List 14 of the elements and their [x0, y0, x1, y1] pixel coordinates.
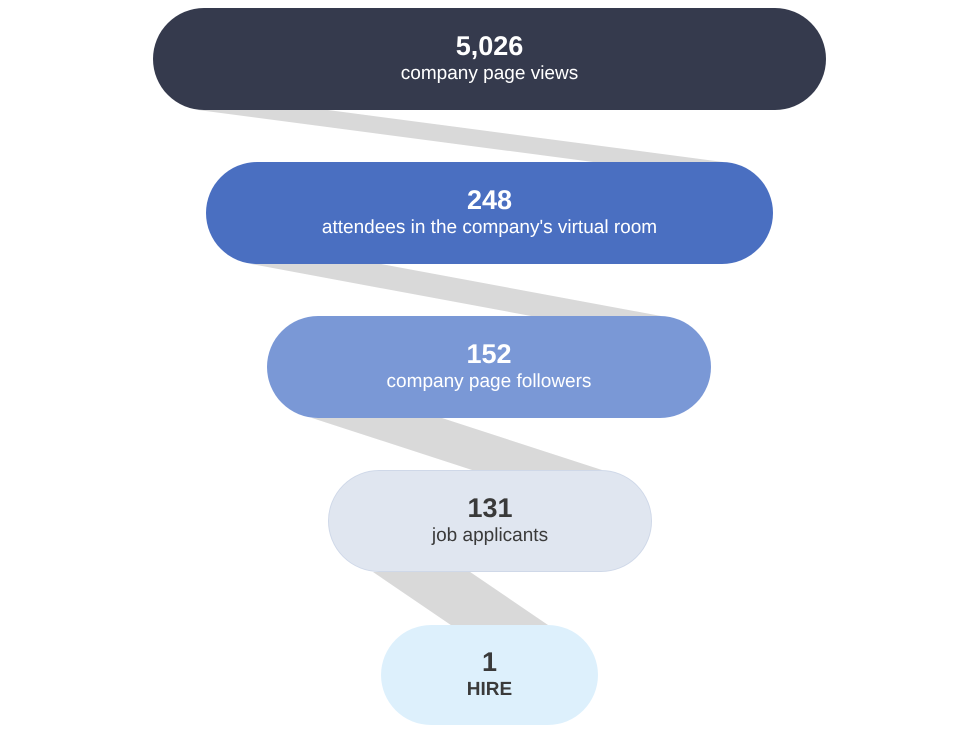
stage-label: attendees in the company's virtual room — [322, 216, 658, 240]
count-value: 248 — [466, 185, 512, 216]
count-value: 5,026 — [456, 31, 524, 62]
stage-label: HIRE — [466, 678, 512, 702]
count-value: 152 — [466, 339, 512, 370]
stage-label: job applicants — [432, 524, 548, 548]
stage-label: company page views — [400, 62, 578, 86]
connector-band — [198, 110, 723, 162]
count-value: 1 — [482, 647, 498, 678]
connector-band — [312, 418, 602, 470]
stage-label: company page followers — [386, 370, 592, 394]
count-value: 131 — [467, 493, 513, 524]
connector-band — [373, 572, 548, 625]
connector-band — [251, 264, 661, 316]
